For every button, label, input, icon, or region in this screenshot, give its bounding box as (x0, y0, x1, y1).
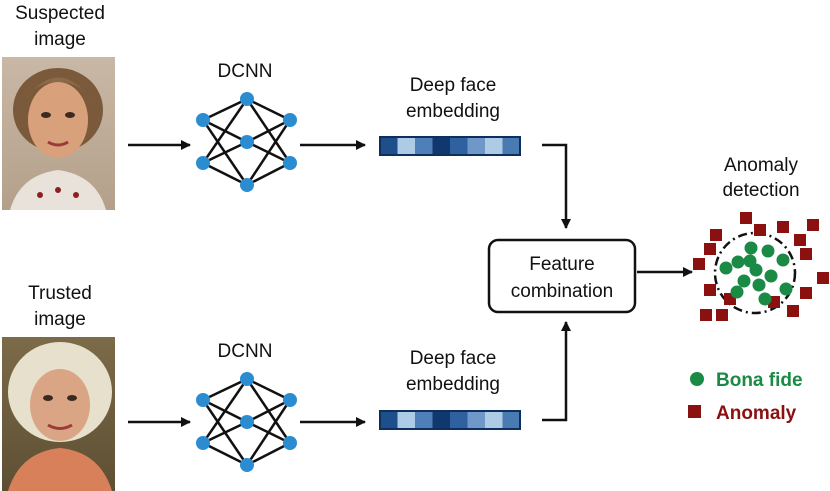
network-nodes-top (196, 92, 297, 192)
bona-fide-sample (743, 254, 757, 268)
network-node (283, 156, 297, 170)
feature-box-label-line1: Feature (529, 254, 594, 275)
embedding-cell (397, 137, 415, 155)
embedding-cell (467, 137, 485, 155)
embedding-cell (467, 411, 485, 429)
feature-combination-box (487, 238, 637, 314)
bona-fide-sample (737, 274, 751, 288)
bona-fide-sample (779, 282, 793, 296)
bona-fide-sample (744, 241, 758, 255)
embedding-cell (380, 411, 398, 429)
bona-fide-sample (752, 278, 766, 292)
embedding-cell (415, 137, 433, 155)
network-node (240, 135, 254, 149)
trusted-image-label-line2: image (34, 309, 86, 330)
face-photo-suspected (2, 57, 115, 210)
arrow (542, 143, 571, 229)
embedding-bar-top (379, 136, 521, 156)
embedding-cell (485, 137, 503, 155)
embedding-label-bottom-line1: Deep face (410, 348, 497, 369)
bona-fide-sample (731, 255, 745, 269)
embedding-cell (415, 411, 433, 429)
embedding-cell (502, 411, 520, 429)
anomaly-sample (800, 287, 812, 299)
feature-box-label-line2: combination (511, 281, 613, 302)
arrow (542, 321, 571, 422)
anomaly-sample (777, 221, 789, 233)
legend-bona-fide-marker (690, 372, 704, 386)
network-nodes-bottom (196, 372, 297, 472)
network-node (283, 113, 297, 127)
suspected-image-label-line2: image (34, 29, 86, 50)
dcnn-label-bottom: DCNN (218, 341, 273, 362)
anomaly-sample (794, 234, 806, 246)
bona-fide-sample (761, 244, 775, 258)
embedding-cell (432, 411, 450, 429)
embedding-cell (450, 411, 468, 429)
anomaly-sample (817, 272, 829, 284)
embedding-bar-bottom (379, 410, 521, 430)
anomaly-sample (710, 229, 722, 241)
network-node (196, 156, 210, 170)
anomaly-sample (807, 219, 819, 231)
network-node (240, 415, 254, 429)
bona-fide-sample (764, 269, 778, 283)
network-node (196, 436, 210, 450)
embedding-cell (485, 411, 503, 429)
bona-fide-sample (758, 292, 772, 306)
anomaly-sample (693, 258, 705, 270)
face-photo-trusted (2, 337, 115, 491)
network-node (196, 113, 210, 127)
neural-network-icon (201, 97, 292, 187)
anomaly-sample (704, 284, 716, 296)
anomaly-scatter-plot (693, 212, 829, 321)
bona-fide-boundary (713, 231, 797, 315)
embedding-label-bottom-line2: embedding (406, 374, 500, 395)
trusted-image-label-line1: Trusted (28, 283, 92, 304)
anomaly-sample (700, 309, 712, 321)
network-node (196, 393, 210, 407)
network-node (240, 372, 254, 386)
legend-anomaly-label: Anomaly (716, 403, 797, 424)
anomaly-detection-label-line1: Anomaly (724, 155, 798, 176)
embedding-label-top-line2: embedding (406, 101, 500, 122)
network-node (240, 178, 254, 192)
bona-fide-sample (719, 261, 733, 275)
suspected-image-label-line1: Suspected (15, 3, 105, 24)
anomaly-sample (800, 248, 812, 260)
anomaly-sample (740, 212, 752, 224)
network-node (240, 92, 254, 106)
bona-fide-sample (730, 285, 744, 299)
embedding-cell (397, 411, 415, 429)
dcnn-label-top: DCNN (218, 61, 273, 82)
flow-arrows (128, 140, 693, 427)
anomaly-sample (704, 243, 716, 255)
embedding-cell (450, 137, 468, 155)
legend-anomaly-marker (688, 405, 701, 418)
legend: Bona fide Anomaly (688, 370, 803, 424)
network-node (283, 436, 297, 450)
anomaly-sample (787, 305, 799, 317)
anomaly-sample (754, 224, 766, 236)
anomaly-sample (716, 309, 728, 321)
neural-network-icon (201, 377, 292, 467)
legend-bona-fide-label: Bona fide (716, 370, 803, 391)
embedding-cell (502, 137, 520, 155)
anomaly-detection-label-line2: detection (722, 180, 799, 201)
embedding-cell (432, 137, 450, 155)
embedding-label-top-line1: Deep face (410, 75, 497, 96)
bona-fide-sample (776, 253, 790, 267)
embedding-cell (380, 137, 398, 155)
network-node (240, 458, 254, 472)
network-node (283, 393, 297, 407)
